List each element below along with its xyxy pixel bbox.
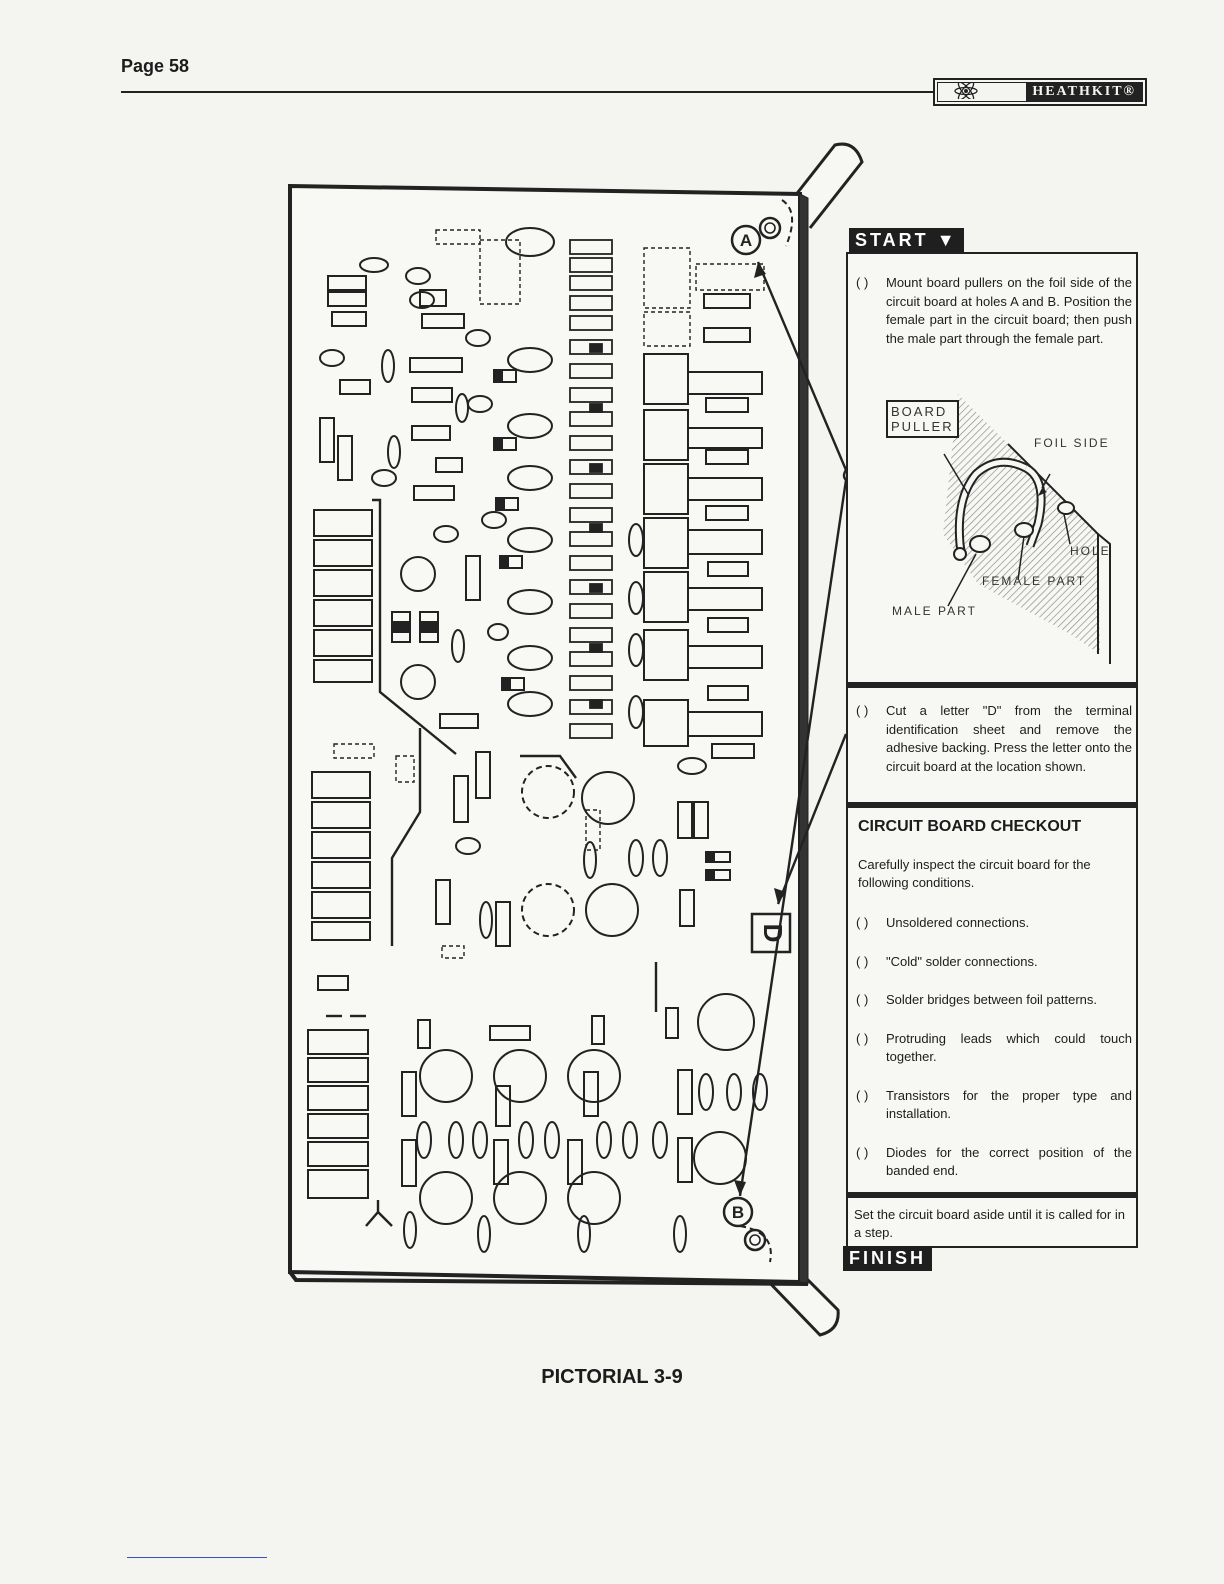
hole-a-marker: A [730, 199, 793, 256]
step-letter-d: ( ) Cut a letter "D" from the terminal i… [848, 702, 1136, 776]
page-number: Page 58 [121, 56, 190, 76]
transistors [400, 556, 755, 1225]
hole-b-label: B [732, 1203, 744, 1222]
letter-d-label: D [758, 924, 788, 943]
board-puller-drawing [943, 394, 1111, 664]
male-part-label: MALE PART [892, 604, 977, 618]
resistor-rows [317, 275, 755, 1041]
finish-tag: FINISH [843, 1246, 933, 1271]
item-checkbox[interactable]: ( ) [856, 1087, 869, 1103]
item-text: Transistors for the proper type and inst… [886, 1087, 1132, 1122]
letter-d-marker: D [750, 912, 792, 954]
step-text: Cut a letter "D" from the terminal ident… [886, 703, 1132, 774]
checklist-item: ( ) Solder bridges between foil patterns… [848, 991, 1136, 1010]
vertical-resistors [319, 417, 709, 1187]
step-checkbox[interactable]: ( ) [856, 275, 869, 290]
start-tag: START ▼ [849, 228, 964, 253]
step-checkbox[interactable]: ( ) [856, 703, 869, 718]
callout-arrows [738, 261, 848, 1197]
left-pad-column-middle [311, 771, 371, 941]
final-note-text: Set the circuit board aside until it is … [854, 1207, 1125, 1240]
figure-caption: PICTORIAL 3-9 [541, 1366, 683, 1388]
step-text: Mount board pullers on the foil side of … [886, 275, 1132, 346]
footer-link-line [127, 1557, 267, 1558]
checklist-item: ( ) Protruding leads which could touch t… [848, 1030, 1136, 1067]
final-note-panel: Set the circuit board aside until it is … [846, 1194, 1138, 1248]
item-text: Unsoldered connections. [886, 915, 1030, 930]
capacitors [319, 227, 707, 855]
item-checkbox[interactable]: ( ) [856, 915, 869, 930]
checkout-heading: CIRCUIT BOARD CHECKOUT [858, 818, 1082, 835]
hole-b-marker: B [722, 1196, 772, 1263]
hole-a-label: A [740, 231, 752, 250]
step-panel-letter-d: ( ) Cut a letter "D" from the terminal i… [846, 684, 1138, 804]
item-text: Solder bridges between foil patterns. [886, 992, 1098, 1007]
checkout-panel: CIRCUIT BOARD CHECKOUT Carefully inspect… [846, 804, 1138, 1194]
item-text: "Cold" solder connections. [886, 953, 1038, 969]
foil-traces [326, 498, 658, 1227]
board-puller-figure: BOARD PULLER FOIL SIDE HOLE FEMALE PART … [848, 384, 1136, 684]
left-pad-column-upper [313, 509, 373, 683]
ic-blocks [643, 353, 763, 747]
hole-label: HOLE [1070, 544, 1111, 558]
arrowheads [734, 262, 786, 1196]
header-rule [121, 91, 1145, 93]
item-checkbox[interactable]: ( ) [856, 1030, 869, 1046]
checkout-intro: Carefully inspect the circuit board for … [858, 857, 1091, 890]
dashed-component-outlines [333, 229, 765, 959]
foil-side-label: FOIL SIDE [1034, 436, 1110, 450]
checklist-item: ( ) Diodes for the correct position of t… [848, 1144, 1136, 1181]
figure-eight-pads [403, 839, 768, 1253]
diodes [391, 369, 731, 881]
item-checkbox[interactable]: ( ) [856, 1144, 869, 1160]
step-mount-pullers: ( ) Mount board pullers on the foil side… [848, 274, 1136, 348]
item-checkbox[interactable]: ( ) [856, 953, 869, 969]
item-checkbox[interactable]: ( ) [856, 992, 869, 1007]
checklist-item: ( ) Unsoldered connections. [848, 914, 1136, 933]
resistor-ladder [569, 239, 613, 739]
step-panel-mount-pullers: ( ) Mount board pullers on the foil side… [846, 252, 1138, 684]
checklist-item: ( ) "Cold" solder connections. [848, 953, 1136, 972]
down-arrow-icon: ▼ [936, 230, 958, 250]
checklist-item: ( ) Transistors for the proper type and … [848, 1087, 1136, 1124]
heathkit-logo: HEATHKIT® [933, 78, 1147, 106]
item-text: Diodes for the correct position of the b… [886, 1144, 1132, 1179]
item-text: Protruding leads which could touch toget… [886, 1030, 1132, 1065]
brand-name: HEATHKIT® [1026, 82, 1142, 102]
left-pad-column-lower [307, 1029, 369, 1199]
start-label: START [855, 230, 929, 250]
atom-icon [954, 83, 978, 99]
board-puller-label: BOARD PULLER [886, 400, 959, 438]
female-part-label: FEMALE PART [982, 574, 1087, 588]
